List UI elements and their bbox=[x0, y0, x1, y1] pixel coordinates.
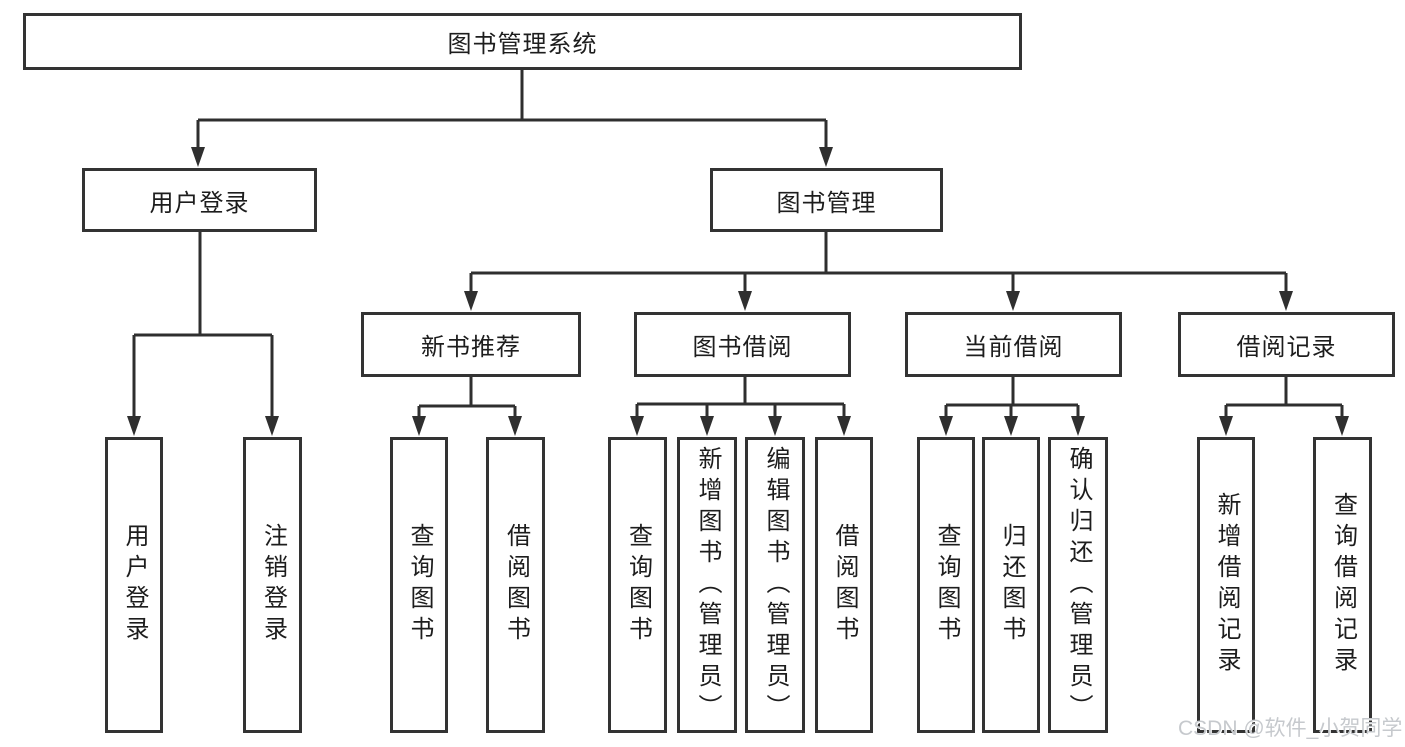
node-current-borrow-label: 当前借阅 bbox=[963, 334, 1064, 361]
node-new-book-recommend: 新书推荐 bbox=[361, 312, 581, 377]
leaf-query-borrow-record: 查询借阅记录 bbox=[1313, 437, 1372, 733]
node-book-borrow-label: 图书借阅 bbox=[692, 334, 793, 361]
node-current-borrow: 当前借阅 bbox=[905, 312, 1122, 377]
arrowhead bbox=[1006, 291, 1020, 311]
connector-user-login-to-leaves bbox=[127, 232, 279, 436]
arrowhead bbox=[700, 416, 714, 436]
node-book-borrow: 图书借阅 bbox=[634, 312, 851, 377]
node-new-book-recommend-label: 新书推荐 bbox=[421, 334, 521, 361]
leaf-return-book-label: 归还图书 bbox=[998, 523, 1025, 647]
leaf-user-login: 用户登录 bbox=[105, 437, 163, 733]
arrowhead bbox=[1004, 416, 1018, 436]
arrowhead bbox=[939, 416, 953, 436]
leaf-borrow-query-books-label: 查询图书 bbox=[624, 523, 652, 647]
connector-borrow-to-leaves bbox=[630, 377, 851, 436]
leaf-borrow-books-label: 借阅图书 bbox=[831, 523, 858, 647]
leaf-logout: 注销登录 bbox=[243, 437, 302, 733]
node-book-management: 图书管理 bbox=[710, 168, 943, 232]
node-user-login: 用户登录 bbox=[82, 168, 317, 232]
leaf-recommend-query-books-label: 查询图书 bbox=[406, 523, 433, 647]
arrowhead bbox=[191, 147, 205, 167]
connector-book-management-to-level3 bbox=[464, 232, 1293, 311]
leaf-edit-book-admin: 编辑图书（管理员） bbox=[745, 437, 805, 733]
arrowhead bbox=[1071, 416, 1085, 436]
leaf-recommend-borrow-books: 借阅图书 bbox=[486, 437, 545, 733]
node-book-management-label: 图书管理 bbox=[776, 189, 877, 217]
arrowhead bbox=[819, 147, 833, 167]
arrowhead bbox=[412, 416, 426, 436]
node-root: 图书管理系统 bbox=[23, 13, 1022, 70]
arrowhead bbox=[508, 416, 522, 436]
leaf-current-query-books-label: 查询图书 bbox=[933, 523, 960, 647]
arrowhead bbox=[738, 291, 752, 311]
watermark-text: CSDN @软件_小贺同学 bbox=[1178, 717, 1403, 740]
leaf-add-book-admin-label: 新增图书（管理员） bbox=[694, 445, 721, 725]
node-user-login-label: 用户登录 bbox=[149, 189, 250, 217]
arrowhead bbox=[265, 416, 279, 436]
arrowhead bbox=[630, 416, 644, 436]
arrowhead bbox=[127, 416, 141, 436]
leaf-edit-book-admin-label: 编辑图书（管理员） bbox=[762, 445, 789, 725]
leaf-current-query-books: 查询图书 bbox=[917, 437, 975, 733]
arrowhead bbox=[768, 416, 782, 436]
connector-recommend-to-leaves bbox=[412, 377, 522, 436]
arrowhead bbox=[464, 291, 478, 311]
node-borrow-records-label: 借阅记录 bbox=[1236, 334, 1337, 361]
leaf-borrow-books: 借阅图书 bbox=[815, 437, 873, 733]
arrowhead bbox=[837, 416, 851, 436]
leaf-add-book-admin: 新增图书（管理员） bbox=[677, 437, 737, 733]
leaf-borrow-query-books: 查询图书 bbox=[608, 437, 667, 733]
leaf-add-borrow-record: 新增借阅记录 bbox=[1197, 437, 1255, 733]
connector-root-to-level2 bbox=[191, 70, 833, 167]
leaf-confirm-return-admin-label: 确认归还（管理员） bbox=[1065, 445, 1092, 725]
connector-records-to-leaves bbox=[1219, 377, 1349, 436]
leaf-user-login-label: 用户登录 bbox=[121, 523, 148, 647]
arrowhead bbox=[1219, 416, 1233, 436]
leaf-add-borrow-record-label: 新增借阅记录 bbox=[1213, 492, 1240, 678]
connector-current-to-leaves bbox=[939, 377, 1085, 436]
leaf-recommend-query-books: 查询图书 bbox=[390, 437, 448, 733]
arrowhead bbox=[1279, 291, 1293, 311]
node-root-label: 图书管理系统 bbox=[447, 31, 598, 58]
leaf-confirm-return-admin: 确认归还（管理员） bbox=[1048, 437, 1108, 733]
arrowhead bbox=[1335, 416, 1349, 436]
node-borrow-records: 借阅记录 bbox=[1178, 312, 1395, 377]
leaf-query-borrow-record-label: 查询借阅记录 bbox=[1329, 492, 1357, 678]
leaf-return-book: 归还图书 bbox=[982, 437, 1040, 733]
leaf-recommend-borrow-books-label: 借阅图书 bbox=[502, 523, 530, 647]
leaf-logout-label: 注销登录 bbox=[259, 523, 287, 647]
